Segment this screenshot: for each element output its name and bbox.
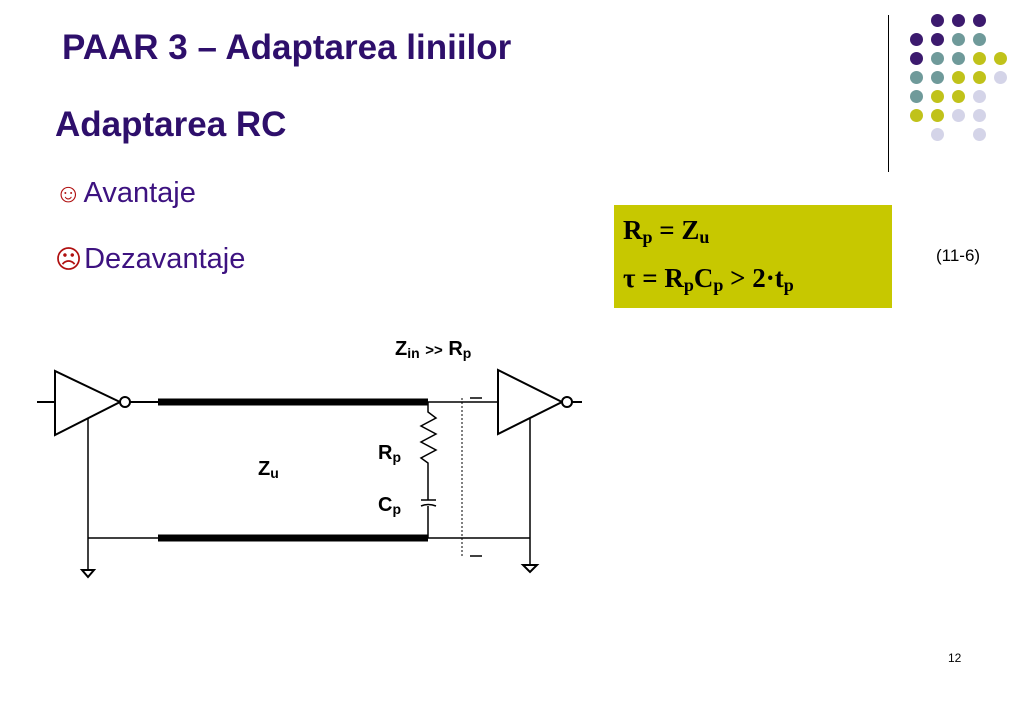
decorative-dot	[931, 52, 944, 65]
decorative-dot	[952, 90, 965, 103]
decorative-dot	[994, 71, 1007, 84]
decorative-dot	[910, 90, 923, 103]
decorative-dot	[973, 90, 986, 103]
bullet-disadvantages: ☹Dezavantaje	[55, 243, 245, 276]
zin-label: Zin >> Rp	[395, 338, 472, 361]
zu-label: Zu	[258, 458, 279, 481]
decorative-dot	[973, 109, 986, 122]
decorative-dot	[931, 109, 944, 122]
decorative-dot	[931, 33, 944, 46]
formula-line-2: τ = RpCp > 2·tp	[623, 263, 794, 295]
decorative-dot	[952, 52, 965, 65]
decorative-dot	[931, 128, 944, 141]
decorative-dot	[931, 90, 944, 103]
decorative-divider	[888, 15, 889, 172]
formula-line-1: Rp = Zu	[623, 215, 710, 247]
rp-label: Rp	[378, 442, 402, 465]
equation-number: (11-6)	[936, 246, 981, 265]
decorative-dot	[910, 71, 923, 84]
decorative-dot	[973, 71, 986, 84]
decorative-dot	[952, 14, 965, 27]
decorative-dot	[910, 109, 923, 122]
inverter-bubble-icon	[119, 396, 131, 408]
decorative-dot	[973, 128, 986, 141]
decorative-dot	[952, 109, 965, 122]
decorative-dot	[994, 52, 1007, 65]
ground-icon	[520, 564, 540, 574]
bullet-advantages: ☺Avantaje	[55, 177, 196, 210]
decorative-dot	[910, 33, 923, 46]
decorative-dot	[973, 52, 986, 65]
decorative-dot	[973, 14, 986, 27]
slide-subtitle: Adaptarea RC	[55, 105, 287, 144]
slide-title: PAAR 3 – Adaptarea liniilor	[62, 28, 512, 67]
inverter-bubble-icon	[561, 396, 573, 408]
bullet-text: Avantaje	[83, 177, 196, 209]
decorative-dot	[931, 14, 944, 27]
bullet-text: Dezavantaje	[84, 243, 246, 275]
frowny-icon: ☹	[55, 244, 83, 274]
decorative-dot	[931, 71, 944, 84]
decorative-dot	[952, 71, 965, 84]
formula-box: Rp = Zu τ = RpCp > 2·tp	[614, 205, 892, 308]
decorative-dot	[910, 52, 923, 65]
resistor-icon	[419, 402, 438, 500]
smiley-icon: ☺	[55, 178, 82, 208]
capacitor-icon	[420, 503, 437, 507]
decorative-dot	[952, 33, 965, 46]
cp-label: Cp	[378, 494, 402, 517]
page-number: 12	[948, 651, 962, 665]
ground-icon	[79, 569, 97, 579]
decorative-dot	[973, 33, 986, 46]
